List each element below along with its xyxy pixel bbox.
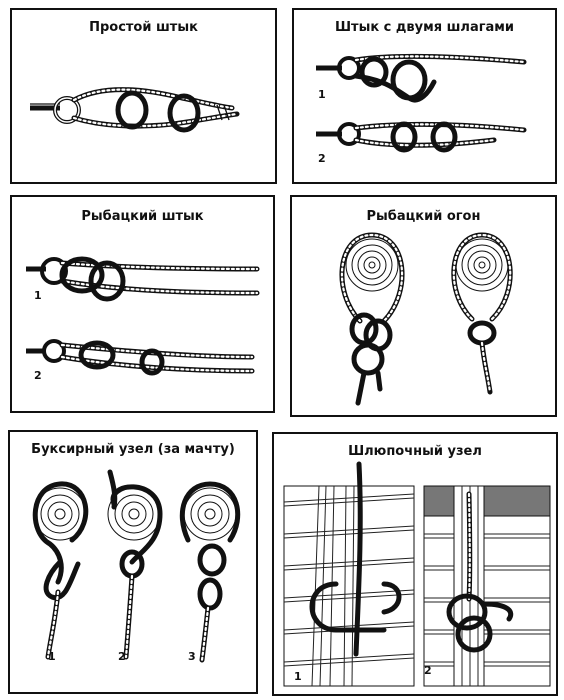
figure-label-3: 3: [188, 650, 196, 663]
panel-fisherman-bend: Рыбацкий штык 1 2: [10, 195, 275, 413]
simple-hitch-illustration: [30, 87, 240, 133]
figure-label-1: 1: [294, 670, 302, 683]
figure-label-2: 2: [424, 664, 432, 677]
figure-label-2: 2: [118, 650, 126, 663]
boat-knot-illustration: [283, 461, 551, 687]
mast-section-3: [183, 487, 237, 541]
panel-title: Буксирный узел (за мачту): [31, 442, 235, 457]
figure-label-1: 1: [48, 650, 56, 663]
boat-frame-left: [283, 461, 415, 687]
figure-label-2: 2: [34, 369, 42, 382]
panel-title: Рыбацкий огон: [366, 209, 481, 224]
panel-title: Простой штык: [89, 20, 198, 35]
figure-label-1: 1: [34, 289, 42, 302]
log-cross-section-left: [345, 238, 399, 292]
panel-towing-hitch: Буксирный узел (за мачту) 1 2 3: [8, 430, 258, 694]
panel-two-turns-hitch: Штык с двумя шлагами 1 2: [292, 8, 557, 184]
panel-simple-hitch: Простой штык: [10, 8, 277, 184]
panel-boat-knot: Шлюпочный узел 1 2: [272, 432, 558, 696]
towing-hitch-illustration: [32, 469, 241, 663]
boat-frame-right: [423, 485, 551, 687]
fisherman-bend-illustration: [26, 256, 260, 376]
figure-label-2: 2: [318, 152, 326, 165]
panel-fisherman-eye: Рыбацкий огон: [290, 195, 557, 417]
panel-title: Шлюпочный узел: [348, 444, 482, 459]
fisherman-eye-illustration: [339, 232, 513, 406]
two-turns-hitch-illustration: [316, 53, 527, 153]
panel-title: Штык с двумя шлагами: [334, 20, 515, 35]
figure-label-1: 1: [318, 88, 326, 101]
panel-title: Рыбацкий штык: [81, 209, 204, 224]
